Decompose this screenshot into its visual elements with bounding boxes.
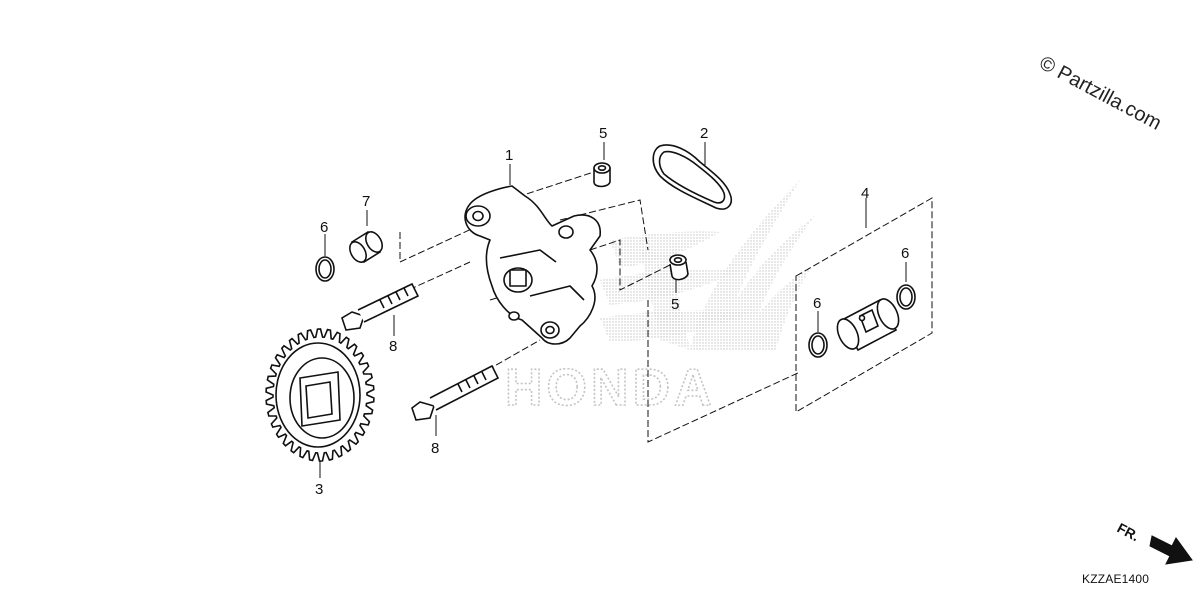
callout-3: 3 (315, 481, 323, 498)
front-label: FR. (1115, 520, 1142, 545)
honda-wing-watermark (600, 180, 815, 350)
callout-6-right-top: 6 (901, 245, 909, 262)
oil-pipe-collar (836, 298, 900, 352)
bolt-top (341, 282, 420, 331)
o-ring-right-top (896, 284, 916, 310)
callouts: 1 2 3 4 5 5 6 6 6 7 8 8 (315, 125, 909, 498)
dowel-pin-mid (669, 254, 689, 281)
collar (349, 230, 383, 264)
callout-6-left: 6 (320, 219, 328, 236)
callout-1: 1 (505, 147, 513, 164)
diagram-code: KZZAE1400 (1082, 572, 1150, 586)
o-ring-left (315, 256, 335, 282)
kit-outline (795, 197, 933, 413)
dowel-pin-top (593, 162, 611, 188)
o-ring-right-mid (808, 332, 828, 358)
callout-8-bottom: 8 (431, 440, 439, 457)
callout-4: 4 (861, 185, 869, 202)
honda-brand-watermark: HONDA (505, 359, 716, 417)
bolt-bottom (411, 364, 500, 421)
gasket (652, 144, 732, 210)
callout-7: 7 (362, 193, 370, 210)
callout-6-right-mid: 6 (813, 295, 821, 312)
callout-5-top: 5 (599, 125, 607, 142)
oil-pump-body (464, 185, 601, 345)
callout-leaders (319, 142, 907, 478)
front-arrow-icon (1149, 535, 1193, 565)
callout-5-mid: 5 (671, 296, 679, 313)
callout-8-top: 8 (389, 338, 397, 355)
drive-gear (265, 328, 375, 462)
front-direction-indicator: FR. (1115, 520, 1193, 565)
callout-2: 2 (700, 125, 708, 142)
